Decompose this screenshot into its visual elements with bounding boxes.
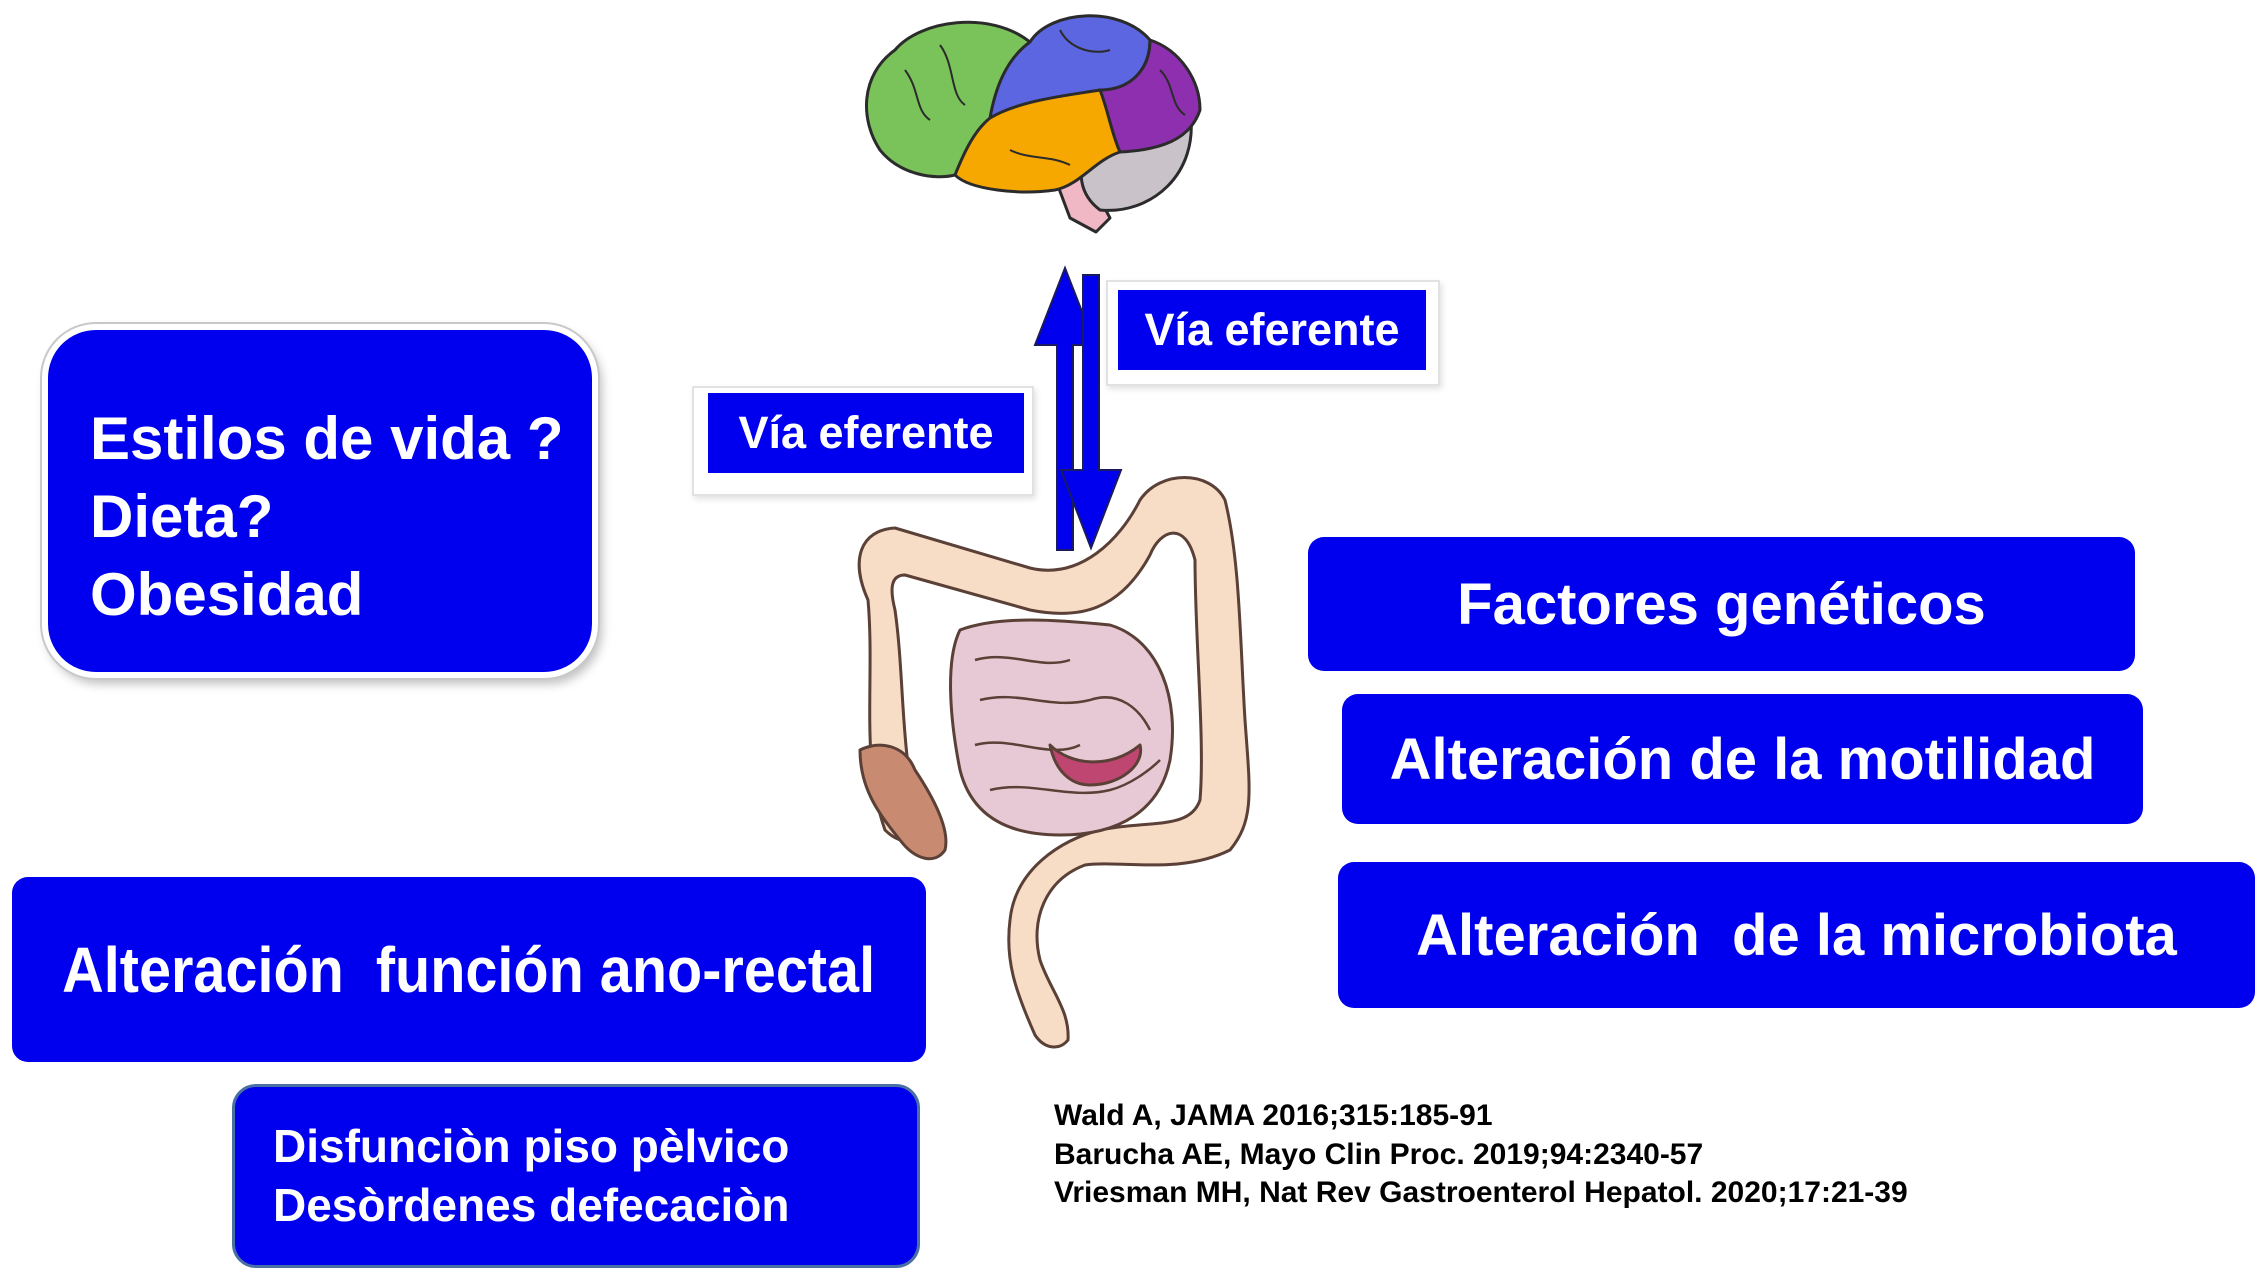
pelvic-line-1: Disfunciòn piso pèlvico bbox=[273, 1120, 790, 1172]
anorectal-box: Alteración función ano-rectal bbox=[12, 877, 926, 1062]
via-eferente-top-label: Vía eferente bbox=[1118, 290, 1426, 370]
motility-box: Alteración de la motilidad bbox=[1342, 694, 2143, 824]
reference-2: Barucha AE, Mayo Clin Proc. 2019;94:2340… bbox=[1054, 1137, 1704, 1171]
genetic-factors-box: Factores genéticos bbox=[1308, 537, 2135, 671]
microbiota-box: Alteración de la microbiota bbox=[1338, 862, 2255, 1008]
genetic-factors-label: Factores genéticos bbox=[1457, 571, 1986, 637]
reference-1: Wald A, JAMA 2016;315:185-91 bbox=[1054, 1099, 1493, 1132]
pelvic-line-2: Desòrdenes defecaciòn bbox=[273, 1179, 790, 1231]
references: Wald A, JAMA 2016;315:185-91 Barucha AE,… bbox=[1054, 1097, 1908, 1213]
microbiota-label: Alteración de la microbiota bbox=[1416, 902, 2177, 968]
brain-icon bbox=[865, 14, 1202, 234]
reference-3: Vriesman MH, Nat Rev Gastroenterol Hepat… bbox=[1054, 1176, 1908, 1209]
lifestyle-line-3: Obesidad bbox=[90, 561, 364, 628]
intestine-icon bbox=[857, 476, 1251, 1049]
lifestyle-box: Estilos de vida ? Dieta? Obesidad bbox=[42, 324, 598, 678]
lifestyle-line-1: Estilos de vida ? bbox=[90, 405, 564, 472]
via-eferente-left-label: Vía eferente bbox=[708, 393, 1024, 473]
bidirectional-arrow-icon bbox=[1033, 265, 1123, 551]
motility-label: Alteración de la motilidad bbox=[1389, 726, 2096, 792]
anorectal-label: Alteración función ano-rectal bbox=[62, 933, 876, 1006]
pelvic-floor-box: Disfunciòn piso pèlvico Desòrdenes defec… bbox=[232, 1084, 920, 1268]
lifestyle-line-2: Dieta? bbox=[90, 483, 274, 550]
